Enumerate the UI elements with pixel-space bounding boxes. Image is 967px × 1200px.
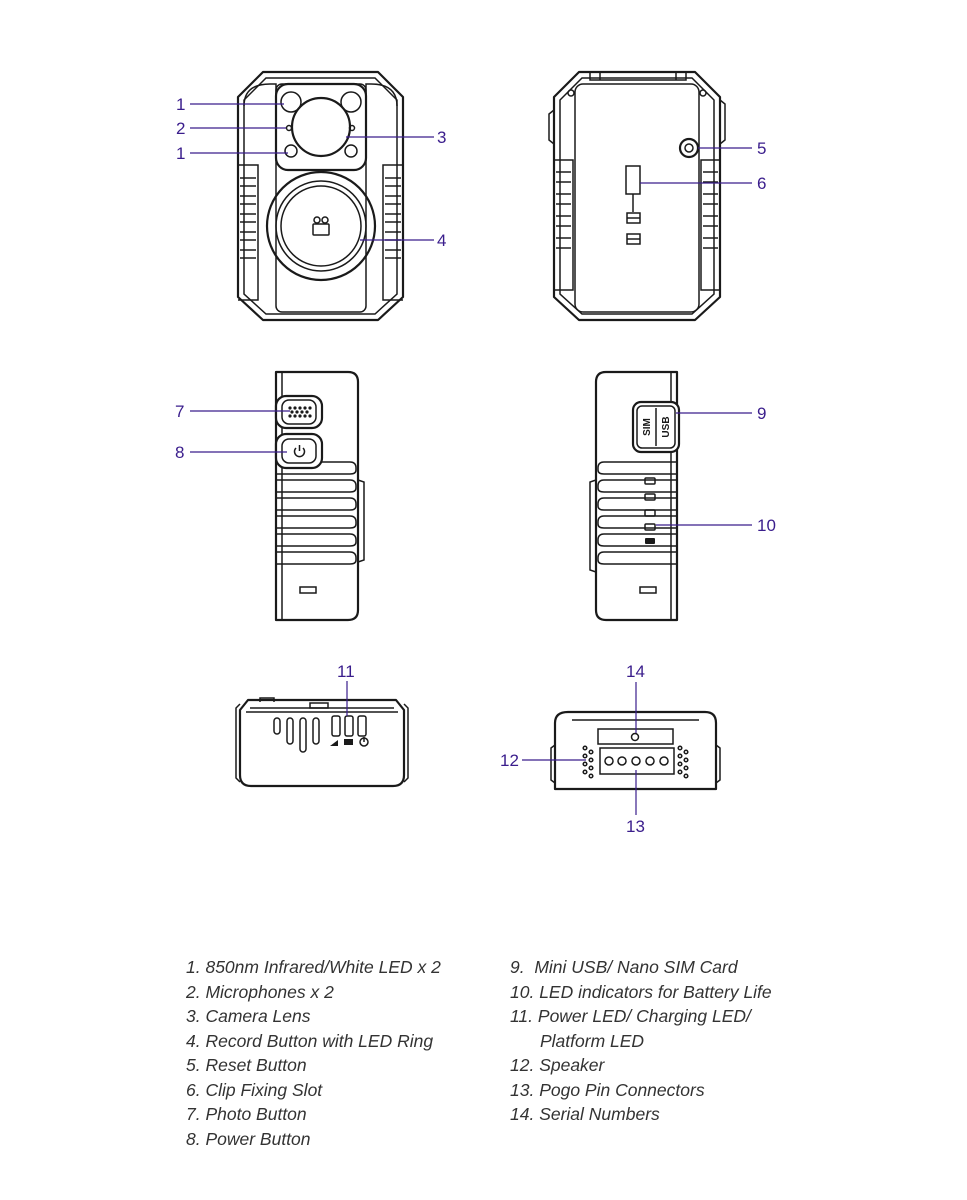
legend-item: 9. Mini USB/ Nano SIM Card <box>510 957 738 977</box>
grid-icon <box>288 406 312 418</box>
legend-item: 5. Reset Button <box>186 1055 307 1075</box>
microphone-icon <box>285 124 293 132</box>
legend-left-column: 1. 850nm Infrared/White LED x 2 2. Micro… <box>186 955 441 1151</box>
power-symbol-icon <box>293 445 306 458</box>
status-led-slots <box>331 715 367 737</box>
camera-lens-icon <box>290 96 352 158</box>
right-side-view: SIM USB <box>589 370 681 622</box>
left-side-view <box>274 370 365 622</box>
legend-item: 11. Power LED/ Charging LED/ <box>510 1006 751 1026</box>
callout-9: 9 <box>757 404 766 423</box>
reset-button-icon <box>678 137 700 159</box>
callout-5: 5 <box>757 139 766 158</box>
legend-item: 10. LED indicators for Battery Life <box>510 981 772 1002</box>
legend-item: 2. Microphones x 2 <box>186 981 334 1002</box>
serial-dot-icon <box>630 732 640 742</box>
battery-led-icons <box>644 477 656 544</box>
callout-3: 3 <box>437 128 446 147</box>
legend-item: 1. 850nm Infrared/White LED x 2 <box>186 957 441 977</box>
legend-item: 4. Record Button with LED Ring <box>186 1030 434 1051</box>
power-icon <box>359 737 369 747</box>
led-icon <box>340 91 362 113</box>
battery-icon <box>344 739 353 745</box>
legend-item: 12. Speaker <box>510 1055 605 1075</box>
callout-6: 6 <box>757 174 766 193</box>
record-ring-icon <box>265 170 377 282</box>
led-icon <box>284 144 298 158</box>
usb-label: USB <box>661 416 672 437</box>
callout-10: 10 <box>757 516 776 535</box>
speaker-holes-icon <box>582 745 689 779</box>
callout-12: 12 <box>500 751 519 770</box>
legend-item: Platform LED <box>540 1030 645 1051</box>
callout-7: 7 <box>175 402 184 421</box>
front-view <box>236 70 405 322</box>
callout-2: 2 <box>176 119 185 138</box>
callout-1a: 1 <box>176 95 185 114</box>
legend-item: 6. Clip Fixing Slot <box>186 1079 323 1100</box>
callout-13: 13 <box>626 817 645 836</box>
legend-item: 14. Serial Numbers <box>510 1104 660 1124</box>
pogo-pin-icons <box>604 756 669 766</box>
photo-button-icon <box>274 394 324 430</box>
signal-icon <box>330 740 338 746</box>
video-camera-icon <box>312 216 330 236</box>
callout-11: 11 <box>337 662 355 681</box>
leader-lines <box>190 103 752 815</box>
sim-label: SIM <box>642 418 653 436</box>
back-view <box>548 70 726 322</box>
callout-labels: 1 2 1 3 4 5 6 7 8 9 10 11 12 13 14 <box>175 95 776 836</box>
led-icon <box>344 144 358 158</box>
pogo-pin-plate <box>599 747 675 775</box>
clip-slot-icon <box>625 165 641 195</box>
led-icon <box>280 91 302 113</box>
legend-item: 13. Pogo Pin Connectors <box>510 1079 705 1100</box>
legend-item: 8. Power Button <box>186 1128 311 1149</box>
camera-diagram: SIM USB <box>175 70 776 836</box>
callout-14: 14 <box>626 662 645 681</box>
led-module <box>274 82 368 172</box>
top-view <box>235 697 409 788</box>
legend-right-column: 9. Mini USB/ Nano SIM Card 10. LED indic… <box>510 955 772 1127</box>
callout-1b: 1 <box>176 144 185 163</box>
legend-item: 3. Camera Lens <box>186 1006 311 1026</box>
legend-item: 7. Photo Button <box>186 1104 307 1124</box>
callout-8: 8 <box>175 443 184 462</box>
vent-slots <box>273 717 320 753</box>
callout-4: 4 <box>437 231 446 250</box>
